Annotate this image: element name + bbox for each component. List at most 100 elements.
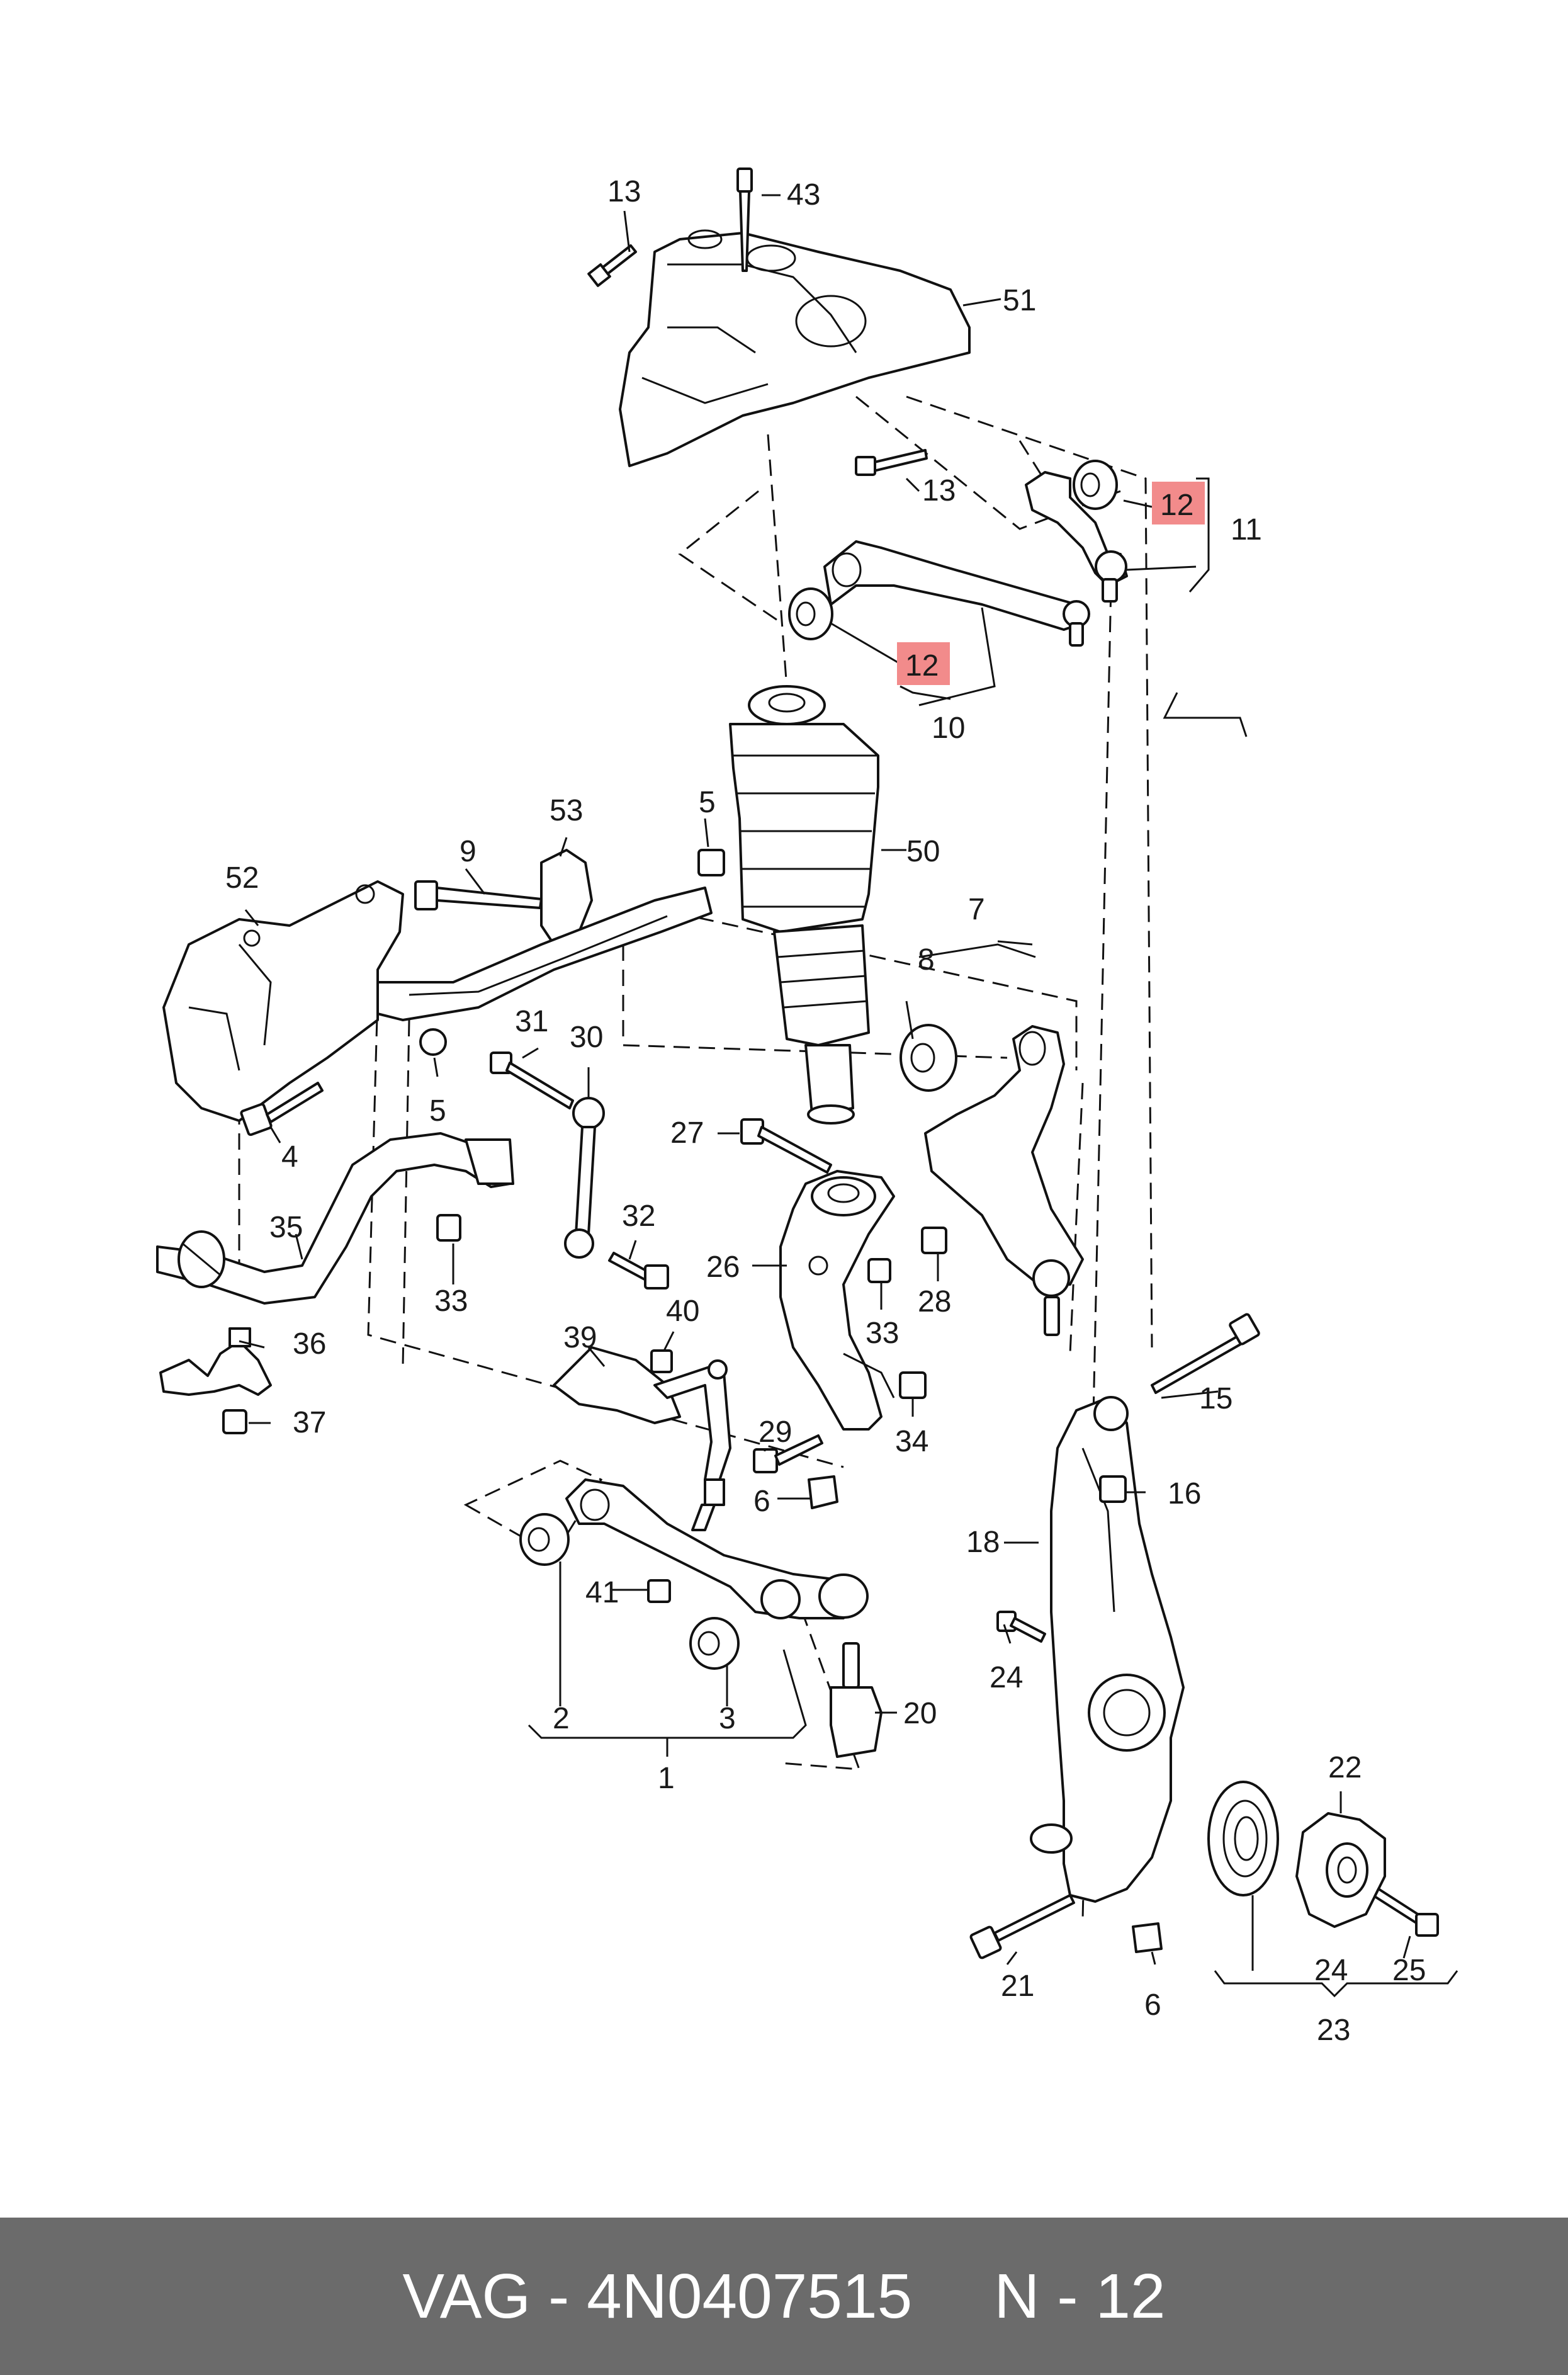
label-13-lower: 13 xyxy=(922,474,956,507)
bracket-53 xyxy=(540,849,593,946)
air-strut-50 xyxy=(729,685,879,1125)
nut-5-top xyxy=(697,849,725,876)
lower-wishbone-1 xyxy=(565,1478,869,1619)
label-27: 27 xyxy=(670,1116,704,1150)
bushing-12-b xyxy=(1073,460,1118,510)
label-33-right: 33 xyxy=(866,1317,899,1350)
label-31: 31 xyxy=(515,1005,548,1038)
label-18: 18 xyxy=(966,1526,1000,1559)
label-53: 53 xyxy=(550,794,583,827)
nut-34 xyxy=(899,1371,927,1399)
label-15: 15 xyxy=(1199,1382,1232,1415)
bolt-15 xyxy=(1151,1313,1260,1394)
wheel-hub-22 xyxy=(1295,1812,1386,1928)
label-5-lower: 5 xyxy=(429,1094,446,1128)
control-arm-7 xyxy=(924,1025,1084,1336)
label-30: 30 xyxy=(570,1021,603,1054)
footer-brand: VAG xyxy=(402,2260,531,2332)
label-20: 20 xyxy=(903,1697,937,1730)
nut-28 xyxy=(921,1227,947,1254)
strut-tower-51 xyxy=(619,229,971,467)
label-13-upper: 13 xyxy=(607,175,641,208)
nut-6-lower xyxy=(1132,1922,1163,1953)
label-6-lower: 6 xyxy=(1144,1988,1161,2022)
label-16: 16 xyxy=(1168,1477,1201,1511)
label-24-right: 24 xyxy=(1314,1954,1348,1987)
wheel-bearing-24 xyxy=(1207,1781,1279,1896)
label-24-left: 24 xyxy=(990,1661,1023,1694)
label-50: 50 xyxy=(906,835,940,868)
label-7: 7 xyxy=(968,893,985,926)
bracket-52 xyxy=(162,880,404,1122)
upper-wishbone-10 xyxy=(823,540,1090,647)
part-labels: 1 2 3 4 5 5 6 6 7 8 9 10 11 12 12 13 13 … xyxy=(225,175,1426,2047)
label-3: 3 xyxy=(719,1702,736,1735)
nut-40 xyxy=(650,1349,673,1373)
strut-fork-26 xyxy=(779,1170,895,1431)
label-12-upper: 12 xyxy=(1160,489,1193,522)
label-52: 52 xyxy=(225,861,259,895)
bolt-31 xyxy=(490,1051,574,1109)
label-25: 25 xyxy=(1392,1954,1426,1987)
label-21: 21 xyxy=(1001,1970,1034,2003)
bolt-21 xyxy=(969,1894,1075,1959)
label-26: 26 xyxy=(706,1250,740,1284)
nut-33-left xyxy=(436,1214,461,1242)
footer-separator: - xyxy=(548,2260,570,2332)
label-41: 41 xyxy=(585,1576,619,1609)
bushing-2 xyxy=(519,1513,570,1566)
nut-16 xyxy=(1099,1475,1127,1503)
upper-wishbone-11 xyxy=(1025,471,1128,603)
bolt-27 xyxy=(740,1118,832,1174)
stabilizer-bushing xyxy=(178,1230,225,1288)
exploded-suspension-diagram: 1 2 3 4 5 5 6 6 7 8 9 10 11 12 12 13 13 … xyxy=(156,167,1458,2047)
label-6-upper: 6 xyxy=(753,1485,770,1518)
label-35: 35 xyxy=(269,1211,303,1244)
label-23: 23 xyxy=(1317,2014,1350,2047)
bushing-8 xyxy=(900,1024,957,1092)
label-9: 9 xyxy=(460,835,477,868)
bushing-3 xyxy=(689,1617,740,1670)
bolt-32 xyxy=(608,1252,669,1290)
highlight-12-lower xyxy=(897,642,950,685)
bolt-9 xyxy=(414,880,543,910)
clamp-36 xyxy=(159,1327,272,1396)
level-sensor-39 xyxy=(553,1346,731,1506)
label-37: 37 xyxy=(293,1406,326,1439)
bolt-43 xyxy=(736,167,753,272)
label-29: 29 xyxy=(759,1415,792,1449)
ball-joint-20 xyxy=(830,1642,883,1758)
label-8: 8 xyxy=(918,943,935,977)
label-10: 10 xyxy=(932,711,965,745)
leader-lines xyxy=(239,194,1458,1998)
label-28: 28 xyxy=(918,1285,951,1318)
highlight-12-upper xyxy=(1152,482,1205,524)
label-39: 39 xyxy=(563,1321,597,1354)
bolt-4 xyxy=(240,1082,324,1136)
label-4: 4 xyxy=(281,1140,298,1174)
sensor-link xyxy=(691,1504,716,1531)
bolt-25 xyxy=(1373,1888,1439,1937)
nut-37 xyxy=(222,1409,247,1434)
label-22: 22 xyxy=(1328,1751,1362,1784)
label-40: 40 xyxy=(666,1295,699,1328)
label-34: 34 xyxy=(895,1425,928,1458)
bolt-13-upper xyxy=(587,244,637,287)
wheel-bearing-housing-18 xyxy=(1030,1396,1185,1903)
bolt-13-lower xyxy=(855,449,928,476)
bushing-12-a xyxy=(788,587,833,640)
nut-5-lower xyxy=(419,1028,447,1056)
cross-member xyxy=(376,887,713,1021)
label-5-top: 5 xyxy=(699,786,716,819)
part-number-footer: VAG - 4N0407515 N - 12 xyxy=(0,2218,1568,2375)
label-32: 32 xyxy=(622,1199,655,1233)
nut-6-upper xyxy=(808,1475,838,1509)
label-1: 1 xyxy=(658,1762,675,1795)
footer-ref: N - 12 xyxy=(994,2260,1166,2332)
label-11: 11 xyxy=(1231,513,1262,547)
stabilizer-bar-35 xyxy=(156,1132,514,1305)
label-33-left: 33 xyxy=(434,1284,468,1318)
nut-33-right xyxy=(867,1258,891,1283)
label-43: 43 xyxy=(787,178,820,212)
label-36: 36 xyxy=(293,1327,326,1361)
